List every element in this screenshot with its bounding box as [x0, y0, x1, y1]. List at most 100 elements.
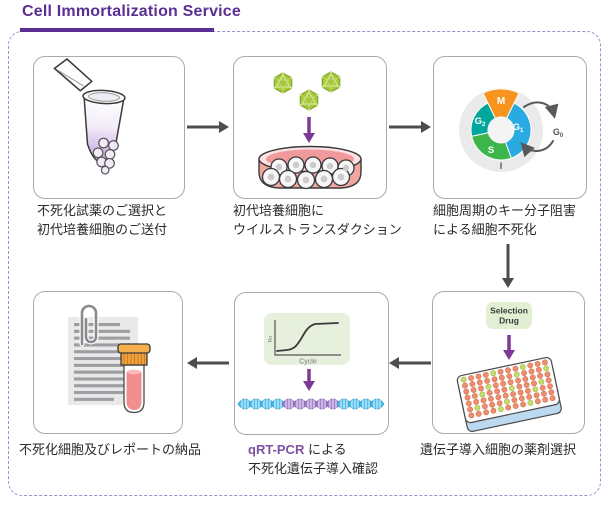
well	[524, 388, 531, 394]
qrt-pcr-label: qRT-PCR	[248, 442, 305, 457]
step-box-4: Selection Drug	[432, 291, 585, 434]
well	[500, 380, 507, 387]
pcr-down-arrow	[303, 369, 315, 391]
well	[489, 401, 496, 408]
transduction-down-arrow	[303, 117, 315, 143]
well	[468, 412, 475, 419]
well	[507, 379, 514, 386]
g1-to-g0-arrow	[523, 101, 559, 119]
well	[468, 375, 474, 381]
selection-drug-label	[486, 302, 532, 329]
report-vial-icon	[68, 303, 151, 414]
well	[549, 395, 556, 402]
step-box-3: M G1 S G2 G0 I	[433, 56, 587, 199]
well	[510, 391, 517, 397]
well	[521, 370, 527, 376]
well	[543, 365, 550, 372]
report-text-line	[74, 384, 130, 388]
well	[479, 391, 486, 398]
well	[537, 372, 544, 379]
well	[475, 410, 482, 417]
phase-g2-label: G2	[475, 116, 486, 128]
report-text-line	[74, 397, 114, 401]
virus-icon	[320, 70, 342, 94]
well	[480, 397, 487, 404]
well	[476, 379, 483, 386]
well	[502, 392, 509, 399]
virus-icon	[298, 88, 320, 112]
well	[467, 406, 473, 413]
dna-strand	[237, 398, 385, 410]
title-underline	[20, 28, 214, 32]
well	[522, 376, 529, 382]
well	[484, 377, 491, 384]
well	[511, 397, 518, 403]
flow-arrow-3-to-4	[502, 244, 514, 288]
well	[473, 399, 480, 405]
virus-icon	[272, 71, 294, 95]
step-caption-1: 不死化試薬のご選択と 初代培養細胞のご送付	[37, 203, 168, 237]
well	[494, 388, 500, 395]
diagram-panel	[8, 31, 601, 496]
well	[518, 395, 525, 402]
well	[515, 377, 521, 384]
well	[513, 371, 520, 378]
well	[535, 366, 542, 373]
plot-ylabel: Rn	[268, 336, 274, 343]
well	[497, 406, 504, 413]
well	[482, 372, 489, 378]
well	[497, 368, 504, 375]
selection-drug-line1: Selection	[490, 306, 528, 316]
well	[488, 395, 494, 402]
step-caption-2: 初代培養細胞に ウイルストランスダクション	[233, 203, 402, 237]
well	[516, 383, 523, 390]
step-caption-6: 不死化細胞及びレポートの納品	[19, 442, 202, 457]
well	[495, 394, 502, 401]
virus-petri-dish-icon	[258, 70, 362, 190]
96-well-plate	[456, 356, 562, 432]
well	[534, 398, 541, 405]
well	[481, 403, 488, 410]
well	[485, 383, 492, 390]
well	[490, 407, 497, 414]
flow-arrow-1-to-2	[187, 121, 229, 133]
tube-cap	[53, 58, 93, 92]
cell-cycle-diagram: M G1 S G2 G0 I	[459, 88, 564, 172]
cells-in-dish	[261, 156, 355, 190]
well	[483, 409, 490, 416]
well	[492, 382, 499, 389]
well	[501, 386, 508, 393]
well	[505, 404, 512, 411]
step-caption-3: 細胞周期のキー分子阻害 による細胞不死化	[433, 203, 577, 237]
well-grid	[460, 359, 556, 419]
well-plate-icon: Selection Drug	[456, 302, 562, 432]
well	[506, 373, 513, 380]
well	[478, 385, 484, 392]
step-caption-4: 遺伝子導入細胞の薬剤選択	[420, 442, 577, 457]
well	[548, 389, 555, 396]
flow-arrow-2-to-3	[389, 121, 431, 133]
report-text-line	[74, 357, 130, 361]
well	[527, 362, 534, 369]
well	[538, 378, 545, 385]
well	[470, 387, 477, 393]
well	[469, 381, 476, 387]
well	[542, 359, 548, 366]
well	[512, 403, 519, 409]
selection-down-arrow	[503, 335, 515, 360]
report-text-line	[74, 391, 130, 395]
well	[498, 374, 505, 381]
well	[531, 380, 537, 387]
step-box-6	[33, 291, 183, 434]
phase-m-label: M	[497, 96, 505, 107]
well	[462, 382, 468, 389]
well	[465, 400, 472, 407]
well	[491, 376, 498, 383]
well	[512, 365, 519, 372]
report-text-line	[74, 363, 130, 367]
step-box-5: Cycle Rn	[234, 292, 389, 435]
page-title: Cell Immortalization Service	[22, 3, 242, 20]
well	[533, 392, 540, 399]
step-caption-5: qRT-PCR による 不死化遺伝子導入確認	[248, 442, 379, 476]
